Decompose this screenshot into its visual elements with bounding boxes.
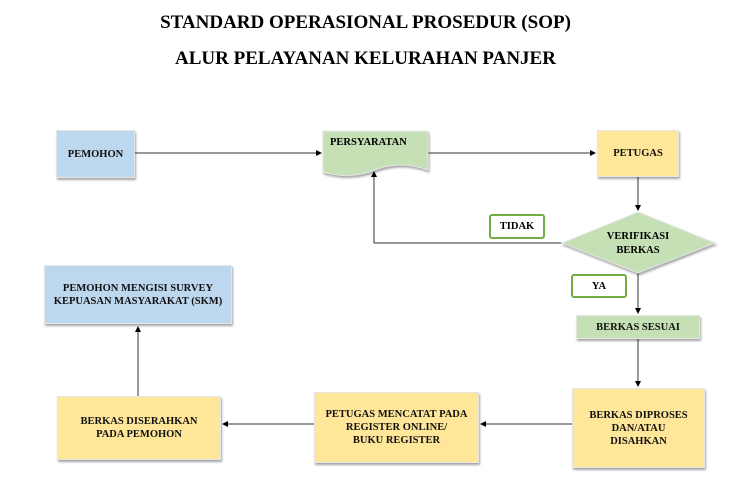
node-petugas: PETUGAS — [597, 130, 679, 177]
diserahkan-line-2: PADA PEMOHON — [96, 429, 182, 440]
title-line-1: STANDARD OPERASIONAL PROSEDUR (SOP) — [160, 12, 571, 33]
skm-line-2: KEPUASAN MASYARAKAT (SKM) — [53, 295, 223, 307]
verifikasi-line-1: VERIFIKASI — [606, 231, 670, 242]
node-persyaratan-text: PERSYARATAN — [330, 137, 407, 148]
node-pemohon-text: PEMOHON — [67, 148, 124, 160]
title-line-2: ALUR PELAYANAN KELURAHAN PANJER — [175, 48, 556, 69]
node-pemohon: PEMOHON — [56, 130, 135, 178]
diserahkan-line-1: BERKAS DISERAHKAN — [80, 416, 198, 427]
node-petugas-text: PETUGAS — [613, 148, 663, 159]
node-berkas-sesuai: BERKAS SESUAI — [576, 315, 700, 339]
skm-line-1: PEMOHON MENGISI SURVEY — [62, 282, 214, 294]
mencatat-line-3: BUKU REGISTER — [352, 435, 441, 446]
diproses-line-1: BERKAS DIPROSES — [589, 409, 688, 421]
node-verifikasi-text: VERIFIKASI BERKAS — [588, 230, 688, 258]
node-survey-skm: PEMOHON MENGISI SURVEY KEPUASAN MASYARAK… — [44, 265, 232, 324]
node-petugas-mencatat: PETUGAS MENCATAT PADA REGISTER ONLINE/ B… — [314, 392, 479, 463]
label-ya: YA — [571, 274, 627, 298]
diproses-line-3: DISAHKAN — [610, 435, 667, 447]
label-tidak: TIDAK — [489, 214, 545, 239]
mencatat-line-2: REGISTER ONLINE/ — [345, 422, 448, 433]
node-berkas-sesuai-text: BERKAS SESUAI — [596, 321, 680, 333]
node-berkas-diproses: BERKAS DIPROSES DAN/ATAU DISAHKAN — [572, 388, 705, 468]
verifikasi-line-2: BERKAS — [616, 245, 660, 256]
arrow-tidak-persyaratan — [371, 171, 562, 244]
verifikasi-diamond-shape — [560, 211, 717, 274]
node-berkas-diserahkan: BERKAS DISERAHKAN PADA PEMOHON — [57, 396, 221, 460]
mencatat-line-1: PETUGAS MENCATAT PADA — [325, 409, 468, 420]
persyaratan-document-shape — [322, 130, 429, 176]
diproses-line-2: DAN/ATAU — [611, 422, 666, 434]
